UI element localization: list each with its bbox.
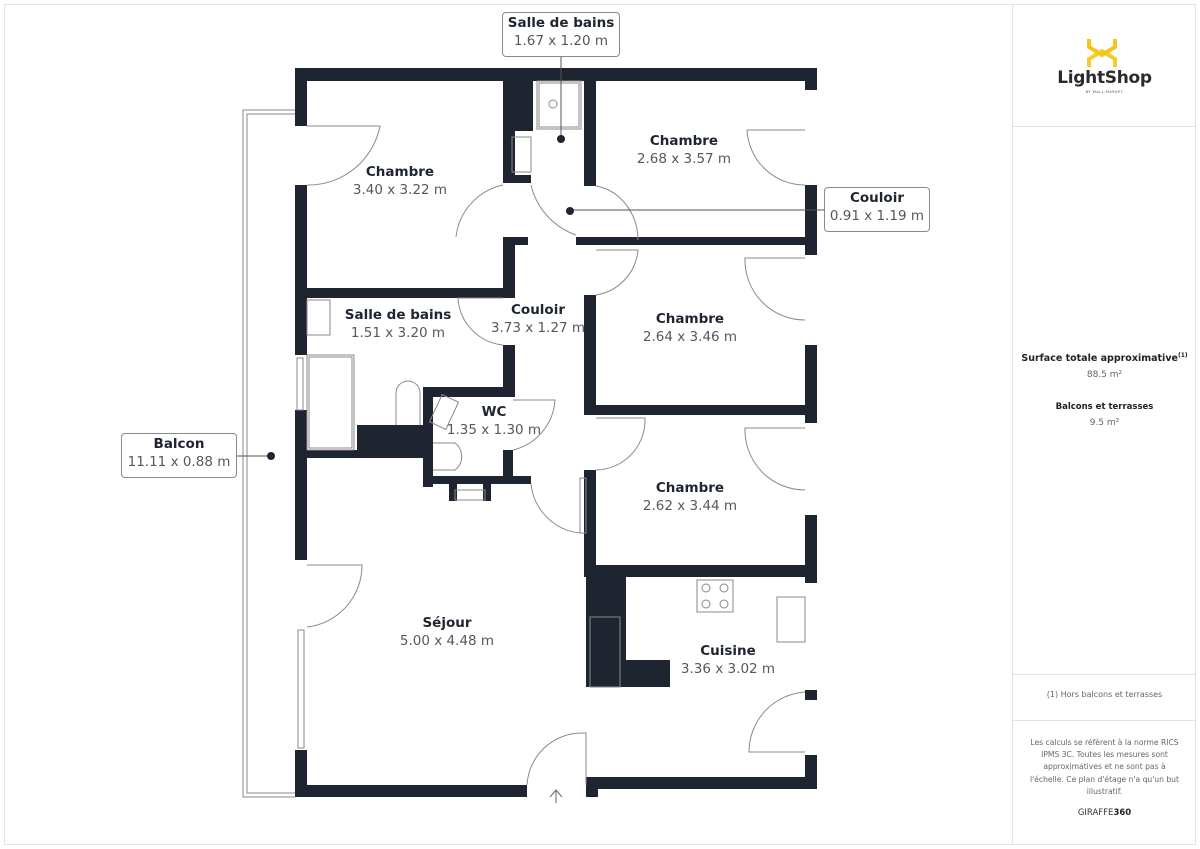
balconies-value: 9.5 m² bbox=[1089, 418, 1120, 428]
room-couloir: Couloir 3.73 x 1.27 m bbox=[491, 302, 585, 337]
disclaimer-text: Les calculs se réfèrent à la norme RICS … bbox=[1030, 738, 1179, 796]
callout-dims: 11.11 x 0.88 m bbox=[127, 454, 231, 470]
footnote-section: (1) Hors balcons et terrasses bbox=[1013, 674, 1196, 721]
callout-name: Couloir bbox=[850, 190, 904, 206]
total-area-title: Surface totale approximative(1) bbox=[1013, 352, 1196, 364]
callout-couloir: Couloir 0.91 x 1.19 m bbox=[824, 187, 930, 232]
giraffe360-brand: GIRAFFE360 bbox=[1013, 808, 1196, 818]
logo-text: LightShop bbox=[1057, 68, 1152, 88]
room-dims: 3.40 x 3.22 m bbox=[352, 182, 448, 198]
room-name: Chambre bbox=[365, 164, 435, 180]
room-name: Cuisine bbox=[700, 643, 756, 659]
balconies-label: Balcons et terrasses bbox=[1055, 402, 1154, 412]
walls bbox=[295, 68, 817, 797]
entrance-arrow-icon bbox=[549, 789, 563, 803]
callout-dots bbox=[267, 135, 574, 460]
fixtures bbox=[242, 80, 806, 798]
info-panel: LightShop BY WALL-MARKET Surface totale … bbox=[1012, 4, 1196, 845]
room-name: Séjour bbox=[422, 615, 472, 631]
room-dims: 1.35 x 1.30 m bbox=[446, 422, 542, 438]
disclaimer-section: Les calculs se réfèrent à la norme RICS … bbox=[1013, 720, 1196, 845]
room-dims: 2.68 x 3.57 m bbox=[636, 151, 732, 167]
room-chambre-2: Chambre 2.68 x 3.57 m bbox=[637, 133, 731, 168]
room-dims: 1.51 x 3.20 m bbox=[350, 325, 446, 341]
lightshop-logo-icon bbox=[1087, 39, 1117, 67]
callout-balcon: Balcon 11.11 x 0.88 m bbox=[121, 433, 237, 478]
room-salle-de-bains: Salle de bains 1.51 x 3.20 m bbox=[345, 307, 452, 342]
room-chambre-4: Chambre 2.62 x 3.44 m bbox=[643, 480, 737, 515]
area-section: Surface totale approximative(1) 88.5 m² … bbox=[1013, 126, 1196, 675]
room-chambre-1: Chambre 3.40 x 3.22 m bbox=[353, 164, 447, 199]
brand-suffix: 360 bbox=[1113, 808, 1132, 818]
room-sejour: Séjour 5.00 x 4.48 m bbox=[400, 615, 494, 650]
callout-lines bbox=[236, 56, 826, 457]
callout-name: Balcon bbox=[153, 436, 205, 452]
room-name: Salle de bains bbox=[344, 307, 452, 323]
room-name: Chambre bbox=[649, 133, 719, 149]
footnote-text: (1) Hors balcons et terrasses bbox=[1046, 690, 1163, 699]
brand-prefix: GIRAFFE bbox=[1077, 808, 1114, 818]
room-name: Chambre bbox=[655, 480, 725, 496]
room-name: Chambre bbox=[655, 311, 725, 327]
room-dims: 3.36 x 3.02 m bbox=[680, 661, 776, 677]
room-dims: 2.64 x 3.46 m bbox=[642, 329, 738, 345]
room-dims: 3.73 x 1.27 m bbox=[490, 320, 586, 336]
callout-salle-de-bains: Salle de bains 1.67 x 1.20 m bbox=[502, 12, 620, 57]
room-wc: WC 1.35 x 1.30 m bbox=[447, 404, 541, 439]
room-chambre-3: Chambre 2.64 x 3.46 m bbox=[643, 311, 737, 346]
callout-dims: 1.67 x 1.20 m bbox=[513, 33, 609, 49]
room-name: Couloir bbox=[511, 302, 565, 318]
callout-dims: 0.91 x 1.19 m bbox=[829, 208, 925, 224]
total-area-label: Surface totale approximative bbox=[1021, 353, 1178, 365]
room-dims: 5.00 x 4.48 m bbox=[399, 633, 495, 649]
floor-plan bbox=[236, 56, 826, 803]
callout-name: Salle de bains bbox=[507, 15, 615, 31]
page-frame bbox=[4, 4, 1196, 845]
footnote-marker: (1) bbox=[1177, 352, 1188, 359]
logo-section: LightShop BY WALL-MARKET bbox=[1013, 4, 1196, 127]
room-name: WC bbox=[481, 404, 507, 420]
room-cuisine: Cuisine 3.36 x 3.02 m bbox=[681, 643, 775, 678]
logo-subtext: BY WALL-MARKET bbox=[1085, 90, 1124, 94]
total-area-value: 88.5 m² bbox=[1086, 370, 1123, 380]
room-dims: 2.62 x 3.44 m bbox=[642, 498, 738, 514]
